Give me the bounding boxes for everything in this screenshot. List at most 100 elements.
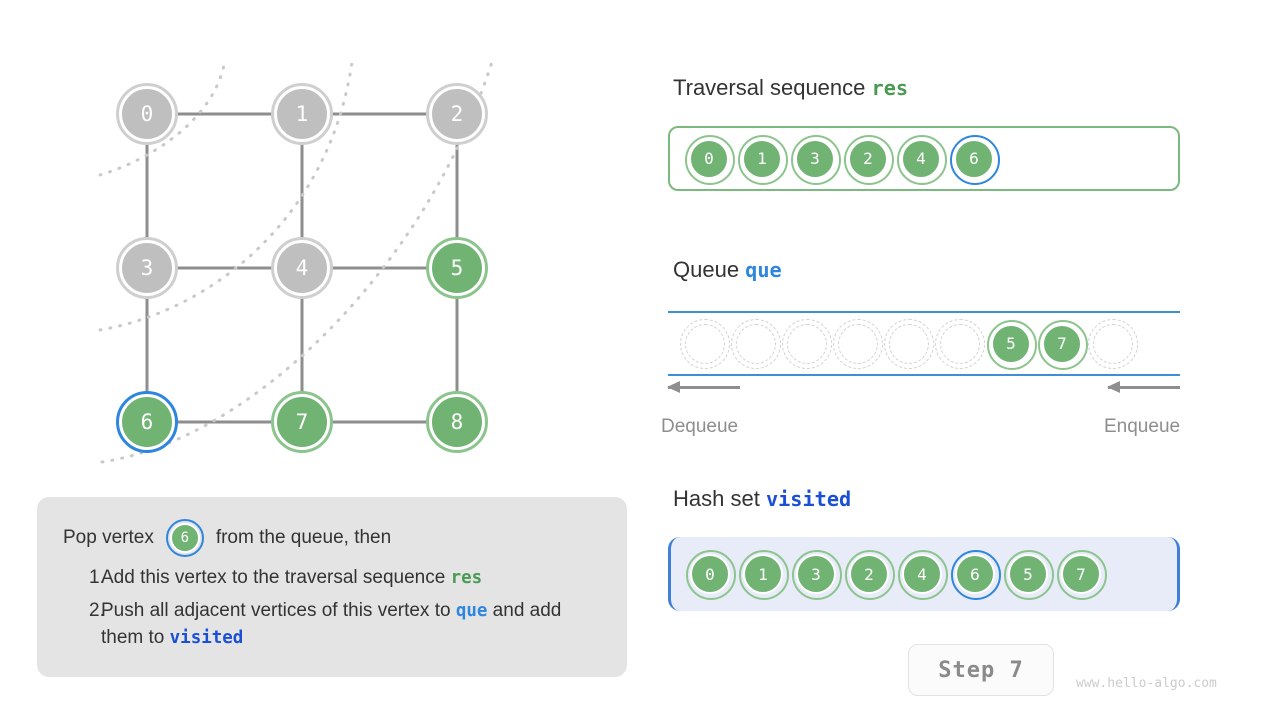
- popped-vertex-label: 6: [180, 530, 190, 546]
- graph-node-label: 6: [140, 409, 154, 434]
- instruction-step: 2.Push all adjacent vertices of this ver…: [63, 598, 601, 652]
- graph-node-label: 1: [295, 101, 309, 126]
- wavefront-arc-3: [100, 60, 494, 464]
- visited-item[interactable]: 4: [898, 550, 948, 600]
- queue-slot-item[interactable]: 5: [987, 319, 1037, 370]
- instruction-code-token: visited: [169, 627, 244, 648]
- queue-slot-item-label: 7: [1057, 334, 1067, 353]
- bfs-wavefront-layer: [98, 58, 494, 464]
- res-title-code: res: [871, 76, 909, 100]
- graph-node-label: 2: [450, 101, 464, 126]
- visited-item[interactable]: 2: [845, 550, 895, 600]
- instruction-code-token: res: [450, 568, 483, 588]
- graph-node-1[interactable]: 1: [271, 83, 333, 145]
- dequeue-arrow-icon: [667, 381, 740, 392]
- queue-slot-item[interactable]: [680, 318, 730, 369]
- visited-item[interactable]: 0: [686, 550, 736, 600]
- graph-node-0[interactable]: 0: [116, 83, 178, 145]
- dequeue-label: Dequeue: [661, 416, 739, 437]
- graph-node-label: 7: [295, 409, 309, 434]
- graph-node-3[interactable]: 3: [116, 237, 178, 299]
- visited-section-title: Hash set visited: [673, 486, 851, 512]
- wavefront-arc-1: [98, 58, 227, 177]
- instruction-panel: Pop vertex 6 from the queue, then 1.Add …: [37, 497, 627, 677]
- visited-item[interactable]: 3: [792, 550, 842, 600]
- graph-node-ring: [426, 83, 488, 145]
- queue-slot-item[interactable]: [884, 318, 934, 369]
- res-item-label: 0: [704, 149, 714, 168]
- queue-section-title: Queue que: [673, 257, 782, 283]
- visited-item-label: 0: [705, 564, 715, 584]
- instruction-step-number: 1.: [89, 567, 105, 588]
- res-title-prefix: Traversal sequence: [673, 75, 872, 100]
- enqueue-arrow-icon: [1107, 381, 1180, 392]
- graph-node-ring: [271, 391, 333, 453]
- graph-node-ring: [426, 391, 488, 453]
- graph-node-ring: [426, 237, 488, 299]
- queue-slot-item[interactable]: [782, 318, 832, 369]
- res-section-title: Traversal sequence res: [673, 75, 908, 101]
- queue-slot-item[interactable]: [833, 318, 883, 369]
- queue-title-code: que: [745, 258, 782, 282]
- dequeue-arrow-row: [667, 381, 740, 406]
- queue-title-prefix: Queue: [673, 257, 746, 282]
- res-item[interactable]: 4: [897, 134, 947, 185]
- graph-node-4[interactable]: 4: [271, 237, 333, 299]
- res-item[interactable]: 0: [685, 134, 735, 185]
- graph-node-ring: [116, 391, 178, 453]
- res-item-label: 4: [916, 149, 926, 168]
- res-item-label: 3: [810, 149, 820, 168]
- visited-item-label: 7: [1076, 564, 1086, 584]
- visited-item-label: 4: [917, 564, 927, 584]
- res-item[interactable]: 1: [738, 134, 788, 185]
- visited-item-label: 1: [758, 564, 768, 584]
- step-badge: Step 7: [908, 644, 1054, 696]
- res-item-label: 2: [863, 149, 873, 168]
- enqueue-label: Enqueue: [1104, 416, 1181, 437]
- graph-node-8[interactable]: 8: [426, 391, 488, 453]
- visited-item[interactable]: 1: [739, 550, 789, 600]
- graph-node-7[interactable]: 7: [271, 391, 333, 453]
- visited-item-label: 3: [811, 564, 821, 584]
- watermark: www.hello-algo.com: [1076, 676, 1217, 691]
- graph-node-2[interactable]: 2: [426, 83, 488, 145]
- queue-slot-item[interactable]: [1088, 318, 1138, 369]
- res-item[interactable]: 6: [950, 134, 1000, 185]
- visited-set-container: 0 1 3 2 4 6 5 7: [668, 537, 1180, 611]
- instruction-code-token: que: [455, 600, 488, 621]
- visited-item[interactable]: 5: [1004, 550, 1054, 600]
- visited-title-prefix: Hash set: [673, 486, 766, 511]
- traversal-sequence-container: 0 1 3 2 4 6: [668, 126, 1180, 191]
- graph-node-5[interactable]: 5: [426, 237, 488, 299]
- graph-node-ring: [271, 237, 333, 299]
- graph-node-6[interactable]: 6: [116, 391, 178, 453]
- graph-node-label: 3: [140, 255, 154, 280]
- graph-node-label: 5: [450, 255, 464, 280]
- enqueue-arrow-row: [1107, 381, 1180, 406]
- instruction-suffix: from the queue, then: [215, 527, 392, 548]
- instruction-prefix: Pop vertex: [63, 527, 154, 548]
- visited-title-code: visited: [765, 487, 852, 511]
- queue-slot-item[interactable]: [935, 318, 985, 369]
- res-item[interactable]: 2: [844, 134, 894, 185]
- visited-item[interactable]: 6: [951, 550, 1001, 600]
- visited-item[interactable]: 7: [1057, 550, 1107, 600]
- graph-node-ring: [116, 237, 178, 299]
- visited-item-label: 6: [970, 564, 980, 584]
- queue-slot-item[interactable]: [731, 318, 781, 369]
- instruction-steps: 1.Add this vertex to the traversal seque…: [63, 565, 601, 652]
- instruction-step-number: 2.: [89, 599, 105, 621]
- graph-node-label: 4: [295, 255, 309, 280]
- instruction-step-text: Add this vertex to the traversal sequenc…: [101, 567, 483, 588]
- graph-panel: 0 1 2 3 4 5 6 7 8: [0, 0, 640, 500]
- graph-node-ring: [116, 83, 178, 145]
- res-item[interactable]: 3: [791, 134, 841, 185]
- queue-slot-item[interactable]: 7: [1038, 319, 1088, 370]
- res-item-label: 1: [757, 149, 767, 168]
- graph-node-label: 0: [140, 101, 154, 126]
- instruction-step-text: Push all adjacent vertices of this verte…: [101, 599, 562, 648]
- queue-slot-item-label: 5: [1006, 334, 1016, 353]
- graph-node-label: 8: [450, 409, 464, 434]
- popped-vertex-node: 6: [165, 519, 204, 557]
